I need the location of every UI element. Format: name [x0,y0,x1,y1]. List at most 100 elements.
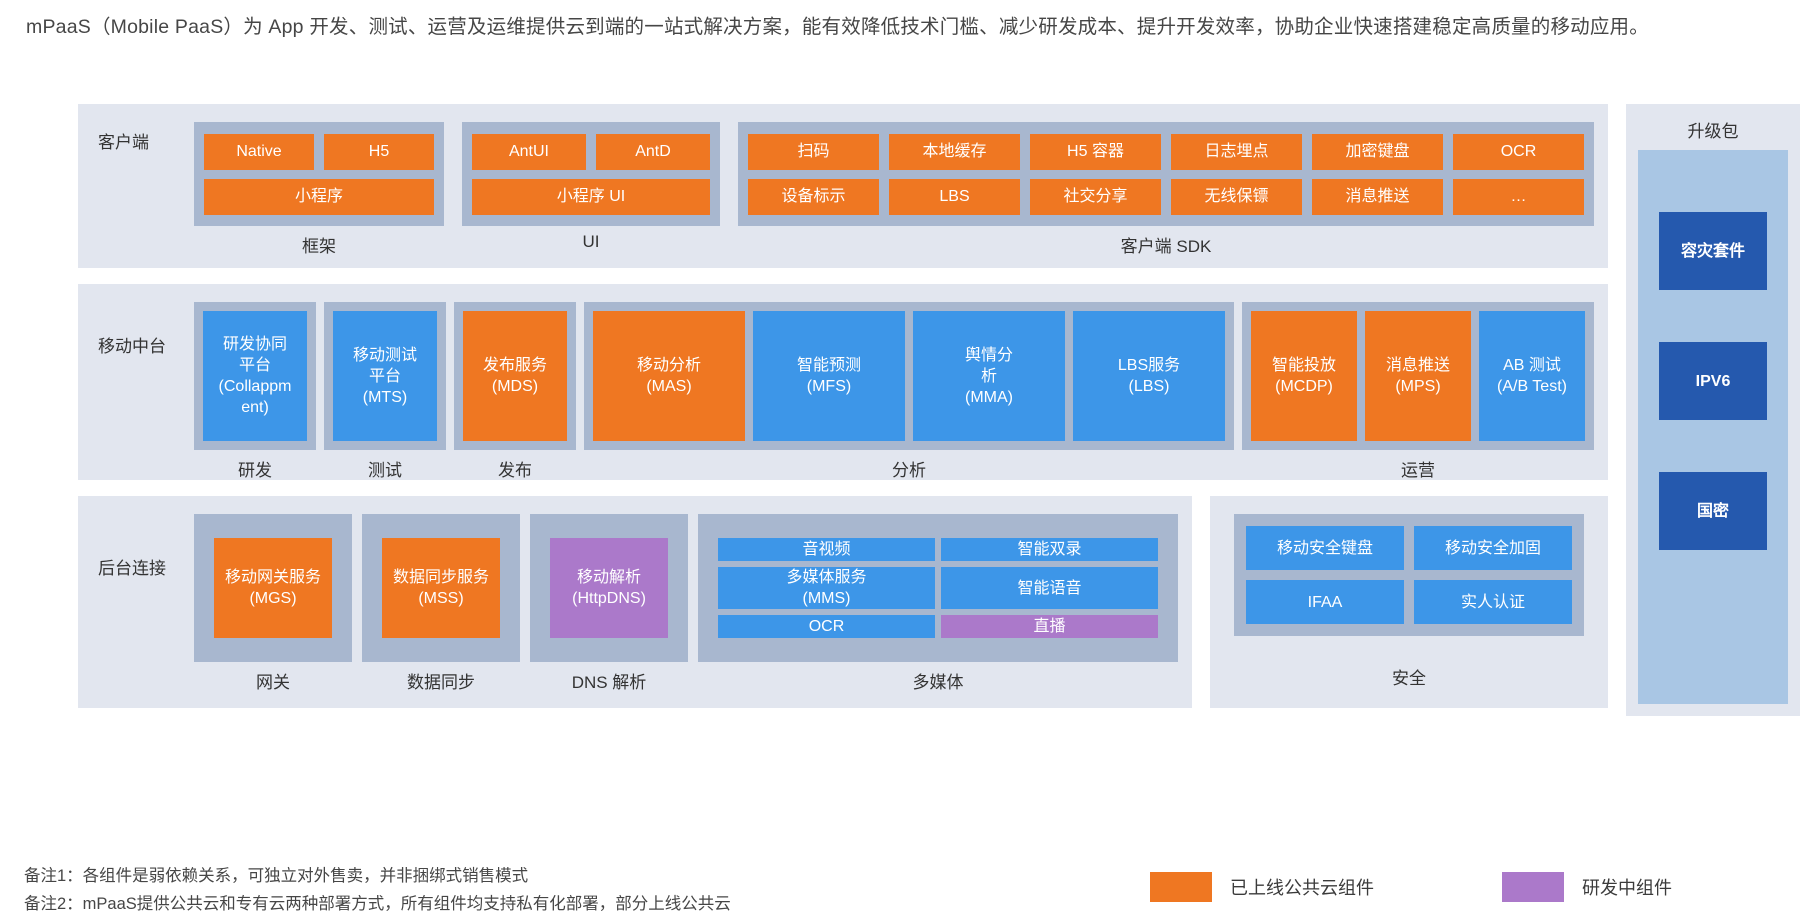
chip-mgs[interactable]: 移动网关服务 (MGS) [214,538,332,638]
category-framework: 框架 [302,237,336,256]
chip-mps[interactable]: 消息推送 (MPS) [1365,311,1471,441]
chip-audio-video[interactable]: 音视频 [718,538,935,561]
category-multimedia: 多媒体 [912,673,964,692]
backend-groups: 移动网关服务 (MGS) 数据同步服务 (MSS) 移动解析 (HttpDNS)… [194,514,1178,662]
intro-paragraph: mPaaS（Mobile PaaS）为 App 开发、测试、运营及运维提供云到端… [26,16,1649,38]
chip-lbs-service[interactable]: LBS服务 (LBS) [1073,311,1225,441]
category-client-sdk: 客户端 SDK [1120,237,1212,256]
legend-label-online: 已上线公共云组件 [1230,878,1374,898]
group-operations: 智能投放 (MCDP) 消息推送 (MPS) AB 测试 (A/B Test) [1242,302,1594,450]
midplatform-groups: 研发协同 平台 (Collappm ent) 移动测试 平台 (MTS) 发布服… [194,302,1594,450]
chip-scan-code[interactable]: 扫码 [748,133,879,170]
group-test: 移动测试 平台 (MTS) [324,302,446,450]
ui-row-1: AntUI AntD [472,133,710,170]
category-operations: 运营 [1401,461,1435,480]
upgrade-package-title: 升级包 [1687,122,1739,141]
section-row-backend-security: 后台连接 移动网关服务 (MGS) 数据同步服务 (MSS) 移动解析 (Htt… [78,496,1608,708]
group-datasync: 数据同步服务 (MSS) [362,514,520,662]
legend-swatch-online [1150,872,1212,902]
chip-httpdns[interactable]: 移动解析 (HttpDNS) [550,538,668,638]
chip-mds[interactable]: 发布服务 (MDS) [463,311,567,441]
group-security: 移动安全键盘 移动安全加固 IFAA 实人认证 [1234,514,1584,636]
chip-message-push-sdk[interactable]: 消息推送 [1312,178,1443,215]
category-ui: UI [582,232,600,251]
category-analysis: 分析 [892,461,926,480]
chip-disaster-recovery-kit[interactable]: 容灾套件 [1659,212,1767,290]
section-midplatform: 移动中台 研发协同 平台 (Collappm ent) 移动测试 平台 (MTS… [78,284,1608,480]
chip-social-share[interactable]: 社交分享 [1030,178,1161,215]
chip-collappment[interactable]: 研发协同 平台 (Collappm ent) [203,311,307,441]
chip-encrypted-keyboard[interactable]: 加密键盘 [1312,133,1443,170]
chip-national-crypto[interactable]: 国密 [1659,472,1767,550]
multimedia-grid: 音视频 智能双录 多媒体服务 (MMS) 智能语音 OCR 直播 [718,538,1158,638]
section-security: 移动安全键盘 移动安全加固 IFAA 实人认证 安全 [1210,496,1608,708]
chip-h5-container[interactable]: H5 容器 [1030,133,1161,170]
midplatform-category-labels: 研发 测试 发布 分析 运营 [194,456,1594,481]
chip-mss[interactable]: 数据同步服务 (MSS) [382,538,500,638]
chip-wireless-guard[interactable]: 无线保镖 [1171,178,1302,215]
chip-log-tracking[interactable]: 日志埋点 [1171,133,1302,170]
chip-mms[interactable]: 多媒体服务 (MMS) [718,567,935,609]
chip-mas[interactable]: 移动分析 (MAS) [593,311,745,441]
sdk-row-2: 设备标示 LBS 社交分享 无线保镖 消息推送 … [748,178,1584,215]
footnotes: 备注1：各组件是弱依赖关系，可独立对外售卖，并非捆绑式销售模式 备注2：mPaa… [24,862,731,918]
group-framework: Native H5 小程序 [194,122,444,226]
chip-live-streaming[interactable]: 直播 [941,615,1158,638]
chip-mts[interactable]: 移动测试 平台 (MTS) [333,311,437,441]
chip-mma[interactable]: 舆情分 析 (MMA) [913,311,1065,441]
category-datasync: 数据同步 [407,673,475,692]
section-backend: 后台连接 移动网关服务 (MGS) 数据同步服务 (MSS) 移动解析 (Htt… [78,496,1192,708]
section-midplatform-label: 移动中台 [98,337,166,356]
chip-device-id[interactable]: 设备标示 [748,178,879,215]
legend: 已上线公共云组件 研发中组件 [1150,872,1672,902]
chip-mini-program[interactable]: 小程序 [204,178,434,215]
chip-antui[interactable]: AntUI [472,133,586,170]
backend-category-labels: 网关 数据同步 DNS 解析 多媒体 [194,668,1178,693]
category-test: 测试 [368,461,402,480]
client-category-labels: 框架 UI 客户端 SDK [194,232,1594,257]
upgrade-package-inner: 容灾套件 IPV6 国密 [1638,150,1788,704]
category-dev: 研发 [238,461,272,480]
chip-app-hardening[interactable]: 移动安全加固 [1414,526,1572,570]
chip-ab-test[interactable]: AB 测试 (A/B Test) [1479,311,1585,441]
legend-swatch-in-dev [1502,872,1564,902]
chip-mcdp[interactable]: 智能投放 (MCDP) [1251,311,1357,441]
group-dev: 研发协同 平台 (Collappm ent) [194,302,316,450]
chip-smart-dual-record[interactable]: 智能双录 [941,538,1158,561]
chip-mini-program-ui[interactable]: 小程序 UI [472,178,710,215]
section-client-label: 客户端 [98,133,149,152]
category-security: 安全 [1392,669,1426,688]
chip-ocr-sdk[interactable]: OCR [1453,133,1584,170]
category-gateway: 网关 [256,673,290,692]
category-release: 发布 [498,461,532,480]
client-groups: Native H5 小程序 AntUI AntD 小程序 UI [194,122,1594,226]
group-client-sdk: 扫码 本地缓存 H5 容器 日志埋点 加密键盘 OCR 设备标示 LBS 社交分… [738,122,1594,226]
chip-lbs-sdk[interactable]: LBS [889,178,1020,215]
ui-row-2: 小程序 UI [472,178,710,215]
chip-smart-voice[interactable]: 智能语音 [941,567,1158,609]
chip-h5[interactable]: H5 [324,133,434,170]
group-gateway: 移动网关服务 (MGS) [194,514,352,662]
category-dns: DNS 解析 [571,673,647,692]
group-ui: AntUI AntD 小程序 UI [462,122,720,226]
group-multimedia: 音视频 智能双录 多媒体服务 (MMS) 智能语音 OCR 直播 [698,514,1178,662]
framework-row-2: 小程序 [204,178,434,215]
chip-mfs[interactable]: 智能预测 (MFS) [753,311,905,441]
group-release: 发布服务 (MDS) [454,302,576,450]
chip-local-cache[interactable]: 本地缓存 [889,133,1020,170]
sdk-row-1: 扫码 本地缓存 H5 容器 日志埋点 加密键盘 OCR [748,133,1584,170]
section-upgrade-package: 升级包 容灾套件 IPV6 国密 [1626,104,1800,716]
framework-row-1: Native H5 [204,133,434,170]
chip-more-ellipsis[interactable]: … [1453,178,1584,215]
footnote-1: 备注1：各组件是弱依赖关系，可独立对外售卖，并非捆绑式销售模式 [24,867,529,885]
chip-ipv6[interactable]: IPV6 [1659,342,1767,420]
chip-ifaa[interactable]: IFAA [1246,580,1404,624]
footnote-2: 备注2：mPaaS提供公共云和专有云两种部署方式，所有组件均支持私有化部署，部分… [24,895,731,913]
group-dns: 移动解析 (HttpDNS) [530,514,688,662]
chip-antd[interactable]: AntD [596,133,710,170]
chip-secure-keyboard[interactable]: 移动安全键盘 [1246,526,1404,570]
chip-native[interactable]: Native [204,133,314,170]
chip-real-person-auth[interactable]: 实人认证 [1414,580,1572,624]
chip-ocr-mm[interactable]: OCR [718,615,935,638]
